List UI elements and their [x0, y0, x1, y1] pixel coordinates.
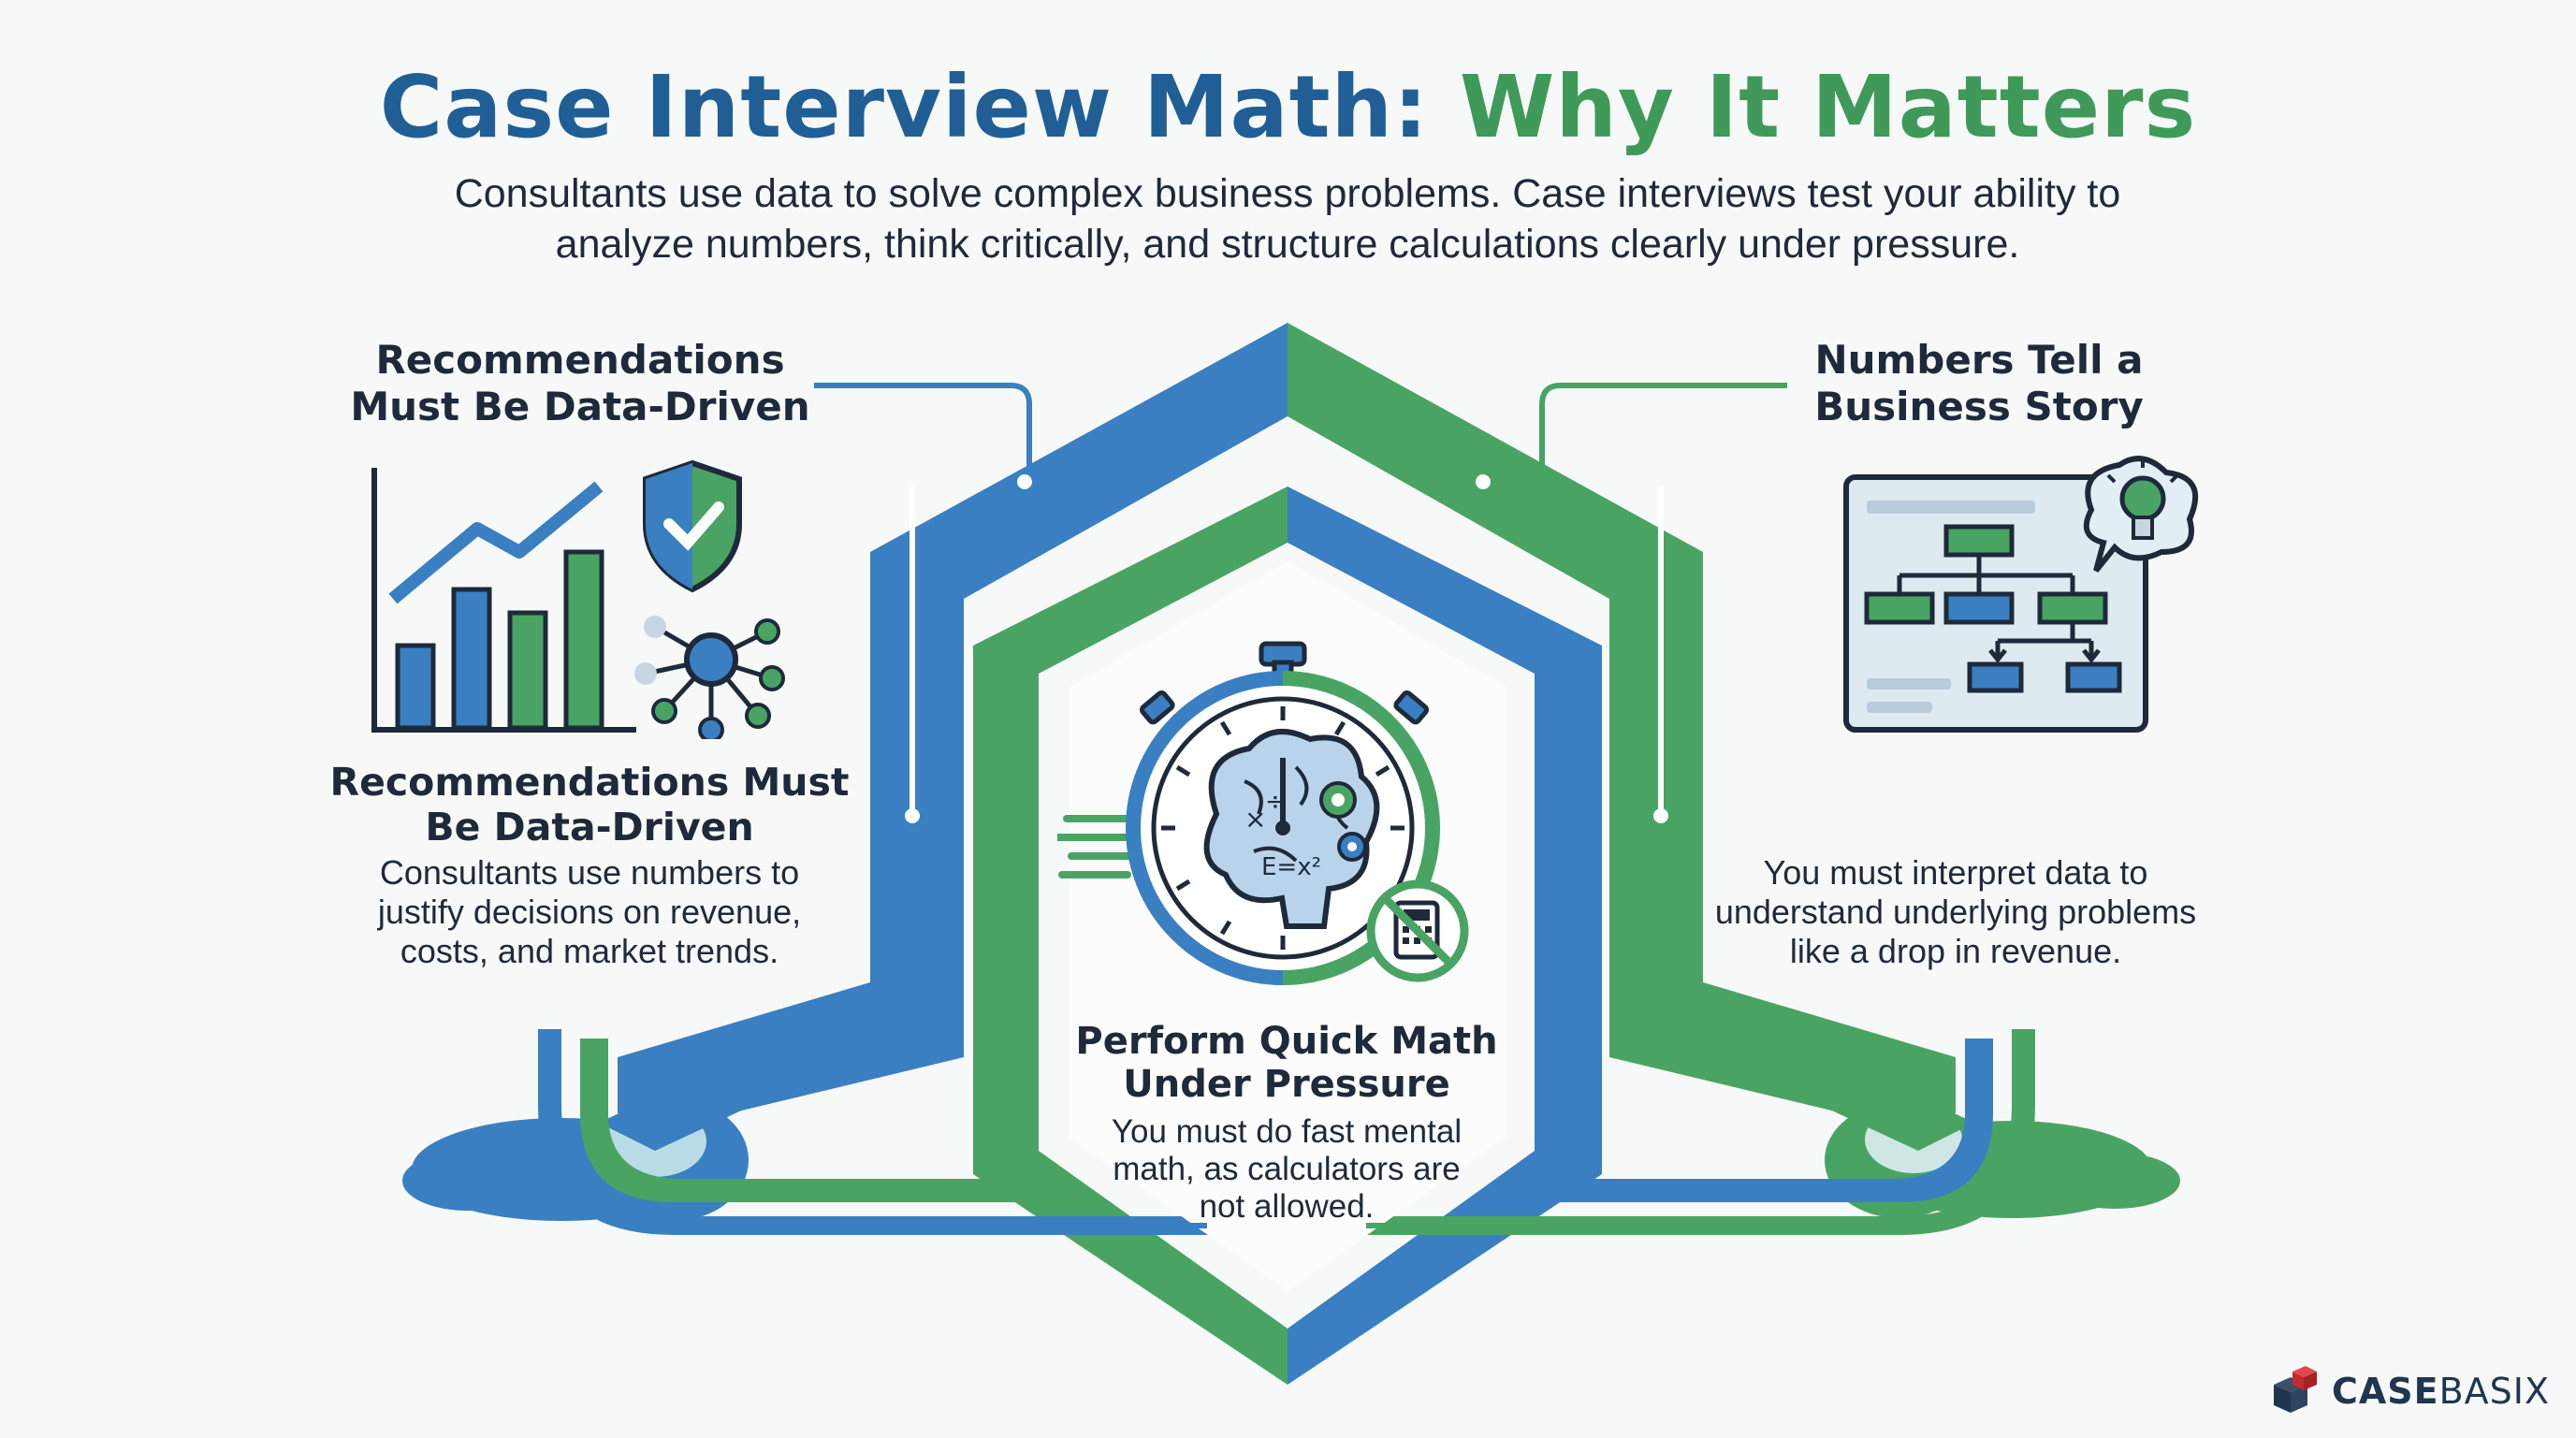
gear-icon — [1319, 781, 1367, 862]
speed-lines — [1057, 815, 1141, 879]
right-body: You must interpret data to understand un… — [1684, 853, 2227, 971]
inner-left-green-arm — [973, 487, 1288, 1385]
brand-logo: CASEBASIX — [2264, 1363, 2550, 1419]
data-driven-illustration — [371, 459, 785, 739]
left-top-heading-line-1: Recommendations — [375, 337, 785, 383]
center-heading-line-1: Perform Quick Math — [1075, 1020, 1498, 1063]
left-body-line-2: justify decisions on revenue, — [377, 893, 802, 931]
right-heading-line-2: Business Story — [1814, 384, 2144, 429]
brain-formula: E=x² — [1261, 853, 1321, 881]
business-story-illustration — [1843, 456, 2199, 733]
left-body-line-3: costs, and market trends. — [400, 932, 779, 970]
subtitle-line-1: Consultants use data to solve complex bu… — [454, 171, 2121, 216]
flowchart-icon — [1843, 474, 2148, 733]
right-body-line-3: like a drop in revenue. — [1789, 932, 2122, 970]
right-body-line-1: You must interpret data to — [1763, 853, 2148, 892]
right-bottom-green-rail — [1288, 1029, 2035, 1235]
outer-left-blue-arm — [618, 323, 1288, 1113]
subtitle: Consultants use data to solve complex bu… — [352, 168, 2223, 269]
brain-icon: × ÷ E=x² — [1203, 729, 1380, 929]
right-diagonal-green — [1637, 992, 1974, 1151]
shield-check-icon — [643, 459, 742, 593]
left-body: Consultants use numbers to justify decis… — [337, 853, 842, 971]
page-title: Case Interview Math: Why It Matters — [0, 51, 2576, 164]
stopwatch-illustration: × ÷ E=x² — [1057, 641, 1469, 985]
subtitle-line-2: analyze numbers, think critically, and s… — [555, 222, 2020, 267]
inner-right-blue-arm — [1288, 487, 1602, 1385]
center-heading: Perform Quick Math Under Pressure — [1029, 1020, 1544, 1106]
left-heading-line-2: Be Data-Driven — [425, 805, 754, 850]
casebasix-logo-icon — [2273, 1366, 2317, 1413]
brand-name: CASEBASIX — [2332, 1371, 2550, 1412]
title-part-2: Why It Matters — [1459, 57, 2197, 157]
left-connector-line — [814, 383, 1032, 487]
left-heading: Recommendations Must Be Data-Driven — [327, 760, 851, 850]
left-bottom-green-rail — [580, 1039, 1029, 1202]
center-body-line-1: You must do fast mental — [1111, 1113, 1463, 1150]
title-part-1: Case Interview Math: — [379, 57, 1429, 157]
center-heading-line-2: Under Pressure — [1123, 1063, 1450, 1106]
left-bottom-blue-rail — [538, 1029, 1288, 1235]
left-diagonal-blue — [599, 992, 936, 1151]
right-connector-line — [1539, 383, 1787, 487]
left-heading-line-1: Recommendations Must — [329, 760, 850, 805]
left-top-heading: Recommendations Must Be Data-Driven — [309, 337, 851, 430]
outer-right-green-arm — [1288, 323, 1956, 1113]
left-top-heading-line-2: Must Be Data-Driven — [350, 384, 810, 429]
right-body-line-2: understand underlying problems — [1714, 893, 2197, 931]
center-body-line-2: math, as calculators are — [1113, 1151, 1461, 1187]
right-heading-line-1: Numbers Tell a — [1814, 337, 2144, 383]
center-body: You must do fast mental math, as calcula… — [1057, 1113, 1516, 1226]
center-body-line-3: not allowed. — [1199, 1188, 1375, 1225]
no-calculator-icon — [1366, 879, 1469, 982]
left-body-line-1: Consultants use numbers to — [379, 853, 800, 892]
right-heading: Numbers Tell a Business Story — [1740, 337, 2218, 430]
bar-chart-icon — [371, 468, 636, 733]
right-bottom-blue-rail — [1544, 1039, 1993, 1202]
brand-name-light: BASIX — [2438, 1371, 2550, 1412]
brand-name-bold: CASE — [2331, 1371, 2439, 1412]
network-icon — [634, 616, 785, 739]
lightbulb-icon — [2083, 456, 2199, 573]
brain-times-sign: × — [1244, 804, 1266, 835]
